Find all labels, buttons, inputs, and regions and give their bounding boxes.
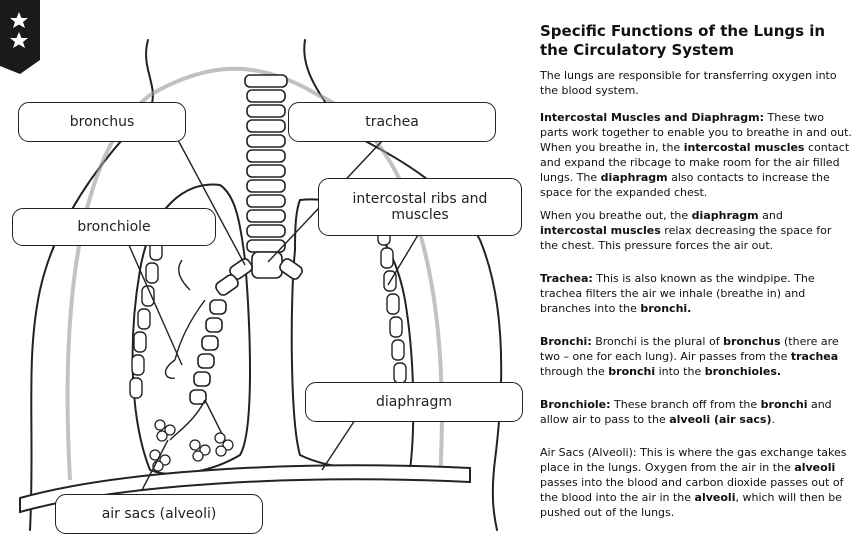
- lungs-diagram: bronchus trachea bronchiole intercostal …: [0, 0, 523, 534]
- air-sacs-paragraph: Air Sacs (Alveoli): This is where the ga…: [540, 446, 847, 519]
- panel-title: Specific Functions of the Lungs in the C…: [540, 22, 826, 59]
- bronchi-illustration: [189, 258, 303, 405]
- air-sacs-label: air sacs (alveoli): [55, 494, 263, 534]
- intercostal-label: intercostal ribs and muscles: [318, 178, 522, 236]
- intro-paragraph: The lungs are responsible for transferri…: [540, 69, 837, 97]
- diaphragm-label: diaphragm: [305, 382, 523, 422]
- bronchus-label: bronchus: [18, 102, 186, 142]
- bronchi-paragraph: Bronchi: Bronchi is the plural of bronch…: [540, 335, 839, 378]
- alveoli-illustration: [149, 419, 234, 472]
- functions-text-panel: Specific Functions of the Lungs in the C…: [540, 22, 852, 541]
- bronchiole-label: bronchiole: [12, 208, 216, 246]
- trachea-label: trachea: [288, 102, 496, 142]
- breathe-out-paragraph: When you breathe out, the diaphragm and …: [540, 209, 832, 252]
- lungs-illustration: [0, 0, 503, 531]
- bronchiole-paragraph: Bronchiole: These branch off from the br…: [540, 398, 832, 426]
- trachea-paragraph: Trachea: This is also known as the windp…: [540, 272, 815, 315]
- diaphragm-illustration: [19, 464, 471, 514]
- intercostal-paragraph: Intercostal Muscles and Diaphragm: These…: [540, 111, 852, 199]
- trachea-illustration: [244, 74, 288, 279]
- two-stars-icon: [0, 0, 40, 74]
